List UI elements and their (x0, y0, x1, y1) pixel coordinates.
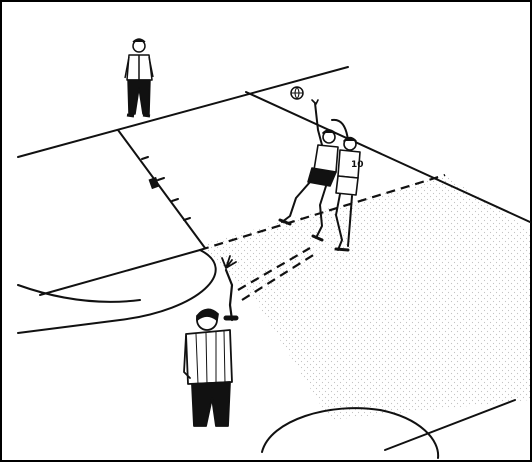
basketball-icon (291, 87, 303, 99)
shooter-jersey (314, 145, 338, 172)
defender-jersey-number: 10 (351, 160, 364, 170)
defender-shorts (336, 176, 358, 195)
shooter-shorts (308, 168, 336, 186)
